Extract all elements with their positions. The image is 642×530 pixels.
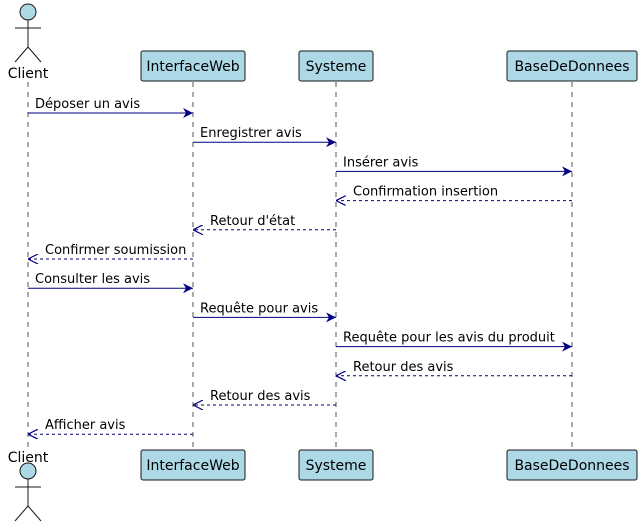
message-label: Insérer avis: [343, 155, 419, 170]
message-2: Enregistrer avis: [193, 126, 336, 148]
message-label: Enregistrer avis: [200, 126, 302, 141]
participant-label: Systeme: [306, 59, 367, 75]
participant-sys-top: Systeme: [298, 50, 374, 82]
message-1: Déposer un avis: [28, 97, 193, 118]
message-label: Retour des avis: [210, 389, 311, 404]
participant-db-top: BaseDeDonnees: [506, 50, 638, 82]
message-11: Retour des avis: [193, 389, 336, 405]
actor-name: Client: [8, 66, 49, 82]
participant-web-bottom: InterfaceWeb: [140, 449, 246, 481]
message-label: Retour des avis: [353, 360, 454, 375]
participant-label: BaseDeDonnees: [514, 59, 629, 75]
message-12: Afficher avis: [28, 418, 193, 434]
participant-label: InterfaceWeb: [146, 59, 239, 75]
participant-label: Systeme: [306, 458, 367, 474]
message-label: Requête pour avis: [200, 301, 318, 316]
actor-client-bottom: Client: [8, 450, 49, 522]
message-label: Confirmer soumission: [45, 243, 186, 258]
message-3: Insérer avis: [336, 155, 572, 177]
message-label: Consulter les avis: [35, 272, 150, 287]
actor-figure-icon: [14, 462, 42, 522]
message-7: Consulter les avis: [28, 272, 193, 294]
message-9: Requête pour les avis du produit: [336, 331, 572, 352]
message-label: Déposer un avis: [35, 97, 140, 112]
participant-label: BaseDeDonnees: [514, 458, 629, 474]
message-label: Retour d'état: [210, 214, 295, 229]
message-5: Retour d'état: [193, 214, 336, 230]
participant-web-top: InterfaceWeb: [140, 50, 246, 82]
message-6: Confirmer soumission: [28, 243, 193, 259]
message-label: Confirmation insertion: [353, 185, 498, 200]
message-4: Confirmation insertion: [336, 185, 572, 201]
message-10: Retour des avis: [336, 360, 572, 376]
participant-sys-bottom: Systeme: [298, 449, 374, 481]
message-label: Afficher avis: [45, 418, 126, 433]
participant-db-bottom: BaseDeDonnees: [506, 449, 638, 481]
participant-label: InterfaceWeb: [146, 458, 239, 474]
actor-figure-icon: [14, 3, 42, 63]
message-label: Requête pour les avis du produit: [343, 331, 555, 346]
actor-client-top: Client: [8, 3, 49, 82]
actor-name: Client: [8, 450, 49, 466]
message-8: Requête pour avis: [193, 301, 336, 323]
